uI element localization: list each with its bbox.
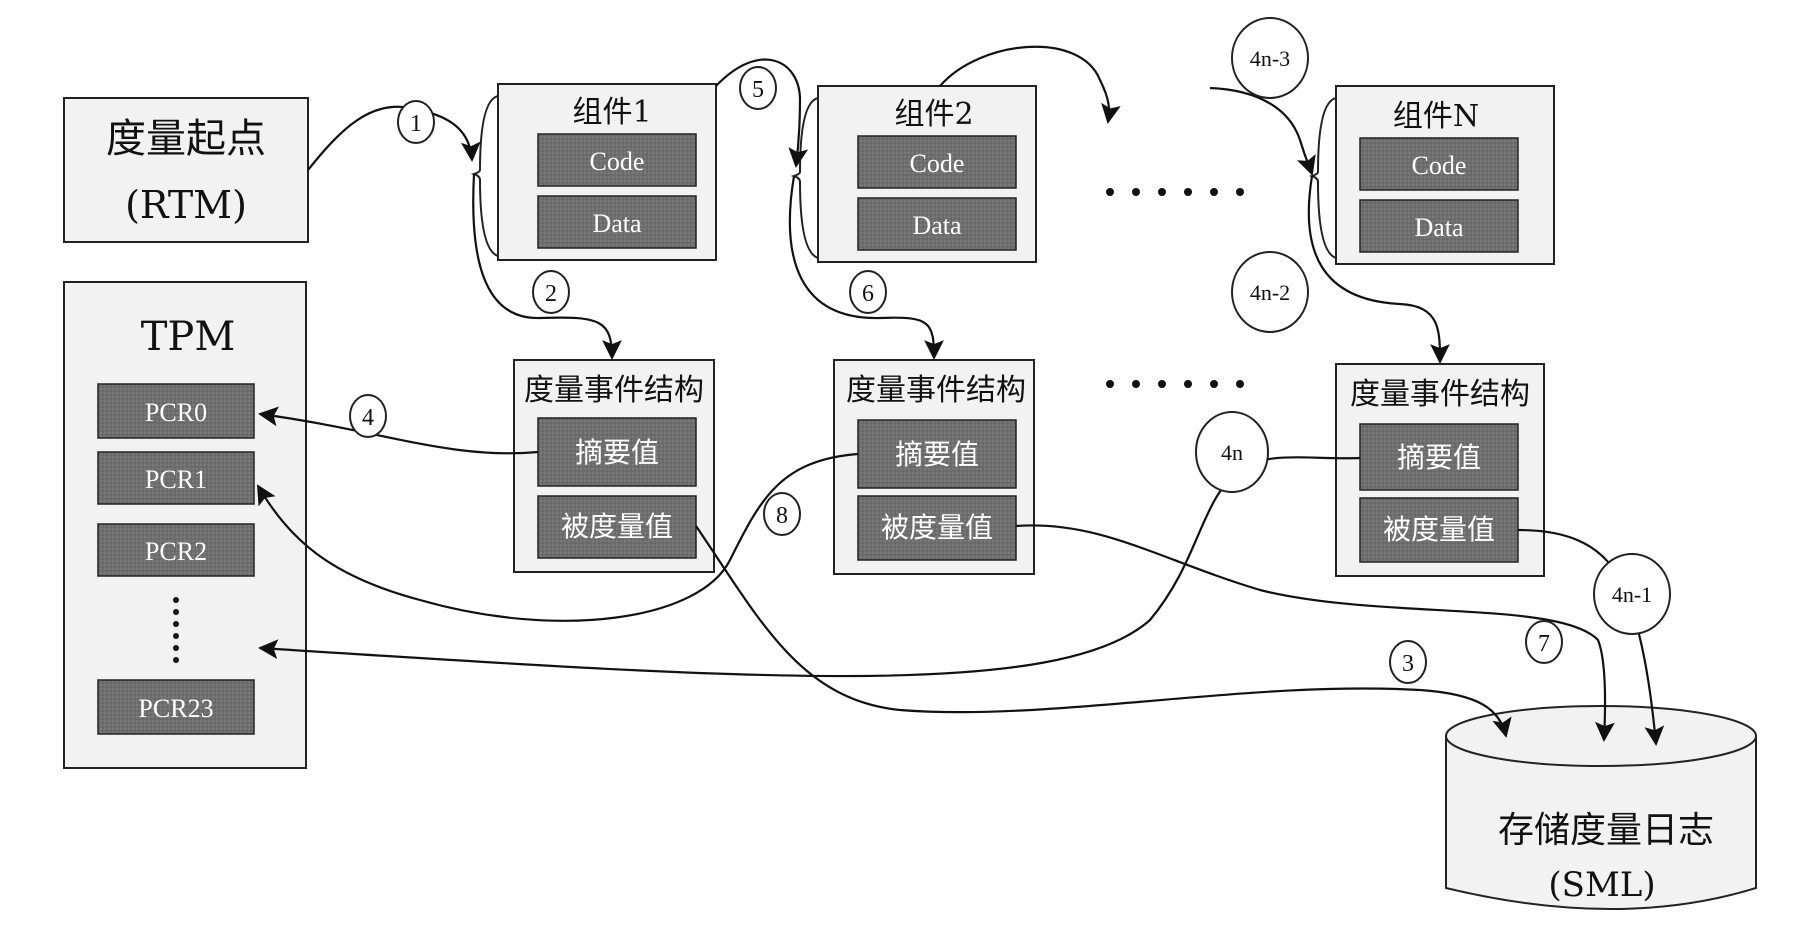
pcr-ellipsis (173, 597, 179, 663)
component-n-data-cell (1359, 199, 1519, 253)
event-n-digest-cell (1359, 423, 1519, 491)
arrow-step-2 (472, 173, 622, 360)
pcr-2-label: PCR2 (145, 537, 207, 566)
svg-text:7: 7 (1538, 631, 1550, 657)
tpm-title: TPM (141, 314, 236, 360)
component-1-title: 组件1 (572, 95, 651, 130)
step-badge-4n-3: 4n-3 (1231, 17, 1309, 99)
pcr-23-register: PCR23 (97, 679, 255, 735)
svg-text:1: 1 (410, 111, 422, 137)
component-2-data-cell (857, 197, 1017, 251)
arrow-step-4n-3 (1209, 86, 1316, 176)
event-structure-1: 度量事件结构 摘要值 被度量值 (513, 359, 715, 573)
event-n-title: 度量事件结构 (1350, 377, 1530, 412)
event-ellipsis (1106, 380, 1244, 388)
event-2-measured-label: 被度量值 (881, 512, 993, 544)
svg-text:4n: 4n (1221, 440, 1243, 465)
component-n-title: 组件N (1393, 99, 1479, 134)
component-n-code-label: Code (1412, 151, 1467, 180)
step-badge-8: 8 (763, 492, 801, 536)
component-1-data-cell (537, 195, 697, 249)
step-badge-3: 3 (1389, 640, 1427, 684)
arrow-step-7 (1015, 524, 1615, 742)
svg-text:5: 5 (752, 77, 764, 103)
step-badge-6: 6 (849, 270, 887, 314)
component-n-code-cell (1359, 137, 1519, 191)
svg-text:4n-1: 4n-1 (1612, 582, 1652, 607)
sml-subtitle: (SML) (1548, 865, 1655, 905)
event-n-measured-label: 被度量值 (1383, 514, 1495, 546)
pcr-23-label: PCR23 (138, 694, 213, 723)
component-n-box: 组件N Code Data (1308, 85, 1555, 265)
component-2-title: 组件2 (894, 97, 973, 132)
step-badge-4n: 4n (1195, 411, 1269, 493)
svg-text:4: 4 (362, 405, 374, 431)
sml-title: 存储度量日志 (1498, 810, 1714, 851)
step-badge-4: 4 (349, 394, 387, 438)
event-1-digest-label: 摘要值 (575, 437, 659, 469)
svg-text:2: 2 (545, 281, 557, 307)
step-badge-1: 1 (397, 100, 435, 144)
step-badge-7: 7 (1525, 620, 1563, 664)
event-1-measured-cell (537, 495, 697, 559)
svg-text:3: 3 (1402, 651, 1414, 677)
component-2-data-label: Data (912, 211, 962, 240)
component-1-box: 组件1 Code Data (470, 83, 717, 261)
component-2-code-cell (857, 135, 1017, 189)
arrow-step-4 (258, 406, 539, 455)
step-badge-5: 5 (739, 66, 777, 110)
svg-text:4n-2: 4n-2 (1250, 280, 1290, 305)
rtm-subtitle: (RTM) (125, 183, 247, 227)
component-n-data-label: Data (1414, 213, 1464, 242)
event-2-measured-cell (857, 495, 1017, 561)
arrow-step-5 (715, 58, 809, 168)
event-structure-2: 度量事件结构 摘要值 被度量值 (833, 359, 1035, 575)
event-2-digest-label: 摘要值 (895, 439, 979, 471)
rtm-title: 度量起点 (106, 116, 266, 162)
svg-text:8: 8 (776, 503, 788, 529)
event-structure-n: 度量事件结构 摘要值 被度量值 (1335, 363, 1545, 577)
component-ellipsis (1106, 188, 1244, 196)
component-1-code-cell (537, 133, 697, 187)
pcr-2-register: PCR2 (97, 523, 255, 577)
arrow-step-8 (256, 452, 859, 622)
step-badge-2: 2 (532, 270, 570, 314)
event-n-measured-cell (1359, 497, 1519, 563)
arrow-step-3 (695, 525, 1512, 738)
sml-storage-cylinder: 存储度量日志 (SML) (1445, 705, 1757, 910)
step-badges: 1 2 3 4 5 6 7 8 (349, 17, 1671, 684)
component-1-data-label: Data (592, 209, 642, 238)
component-2-box: 组件2 Code Data (790, 85, 1037, 263)
component-1-code-label: Code (590, 147, 645, 176)
arrow-step-4n-2 (1307, 175, 1450, 364)
svg-text:4n-3: 4n-3 (1250, 46, 1290, 71)
event-1-measured-label: 被度量值 (561, 511, 673, 543)
pcr-0-label: PCR0 (145, 398, 207, 427)
step-badge-4n-2: 4n-2 (1231, 251, 1309, 333)
component-2-code-label: Code (910, 149, 965, 178)
event-1-digest-cell (537, 417, 697, 487)
event-2-title: 度量事件结构 (846, 373, 1026, 408)
event-1-title: 度量事件结构 (524, 373, 704, 408)
pcr-0-register: PCR0 (97, 383, 255, 439)
arrow-step-1 (307, 105, 481, 171)
arrow-to-next-component (939, 45, 1121, 124)
rtm-box: 度量起点 (RTM) (63, 97, 309, 243)
pcr-1-register: PCR1 (97, 451, 255, 505)
svg-text:6: 6 (862, 281, 874, 307)
tpm-box: TPM PCR0 PCR1 PCR2 PCR23 (63, 281, 307, 769)
arrow-step-6 (788, 175, 944, 360)
pcr-1-label: PCR1 (145, 465, 207, 494)
event-n-digest-label: 摘要值 (1397, 442, 1481, 474)
step-badge-4n-1: 4n-1 (1593, 553, 1671, 635)
